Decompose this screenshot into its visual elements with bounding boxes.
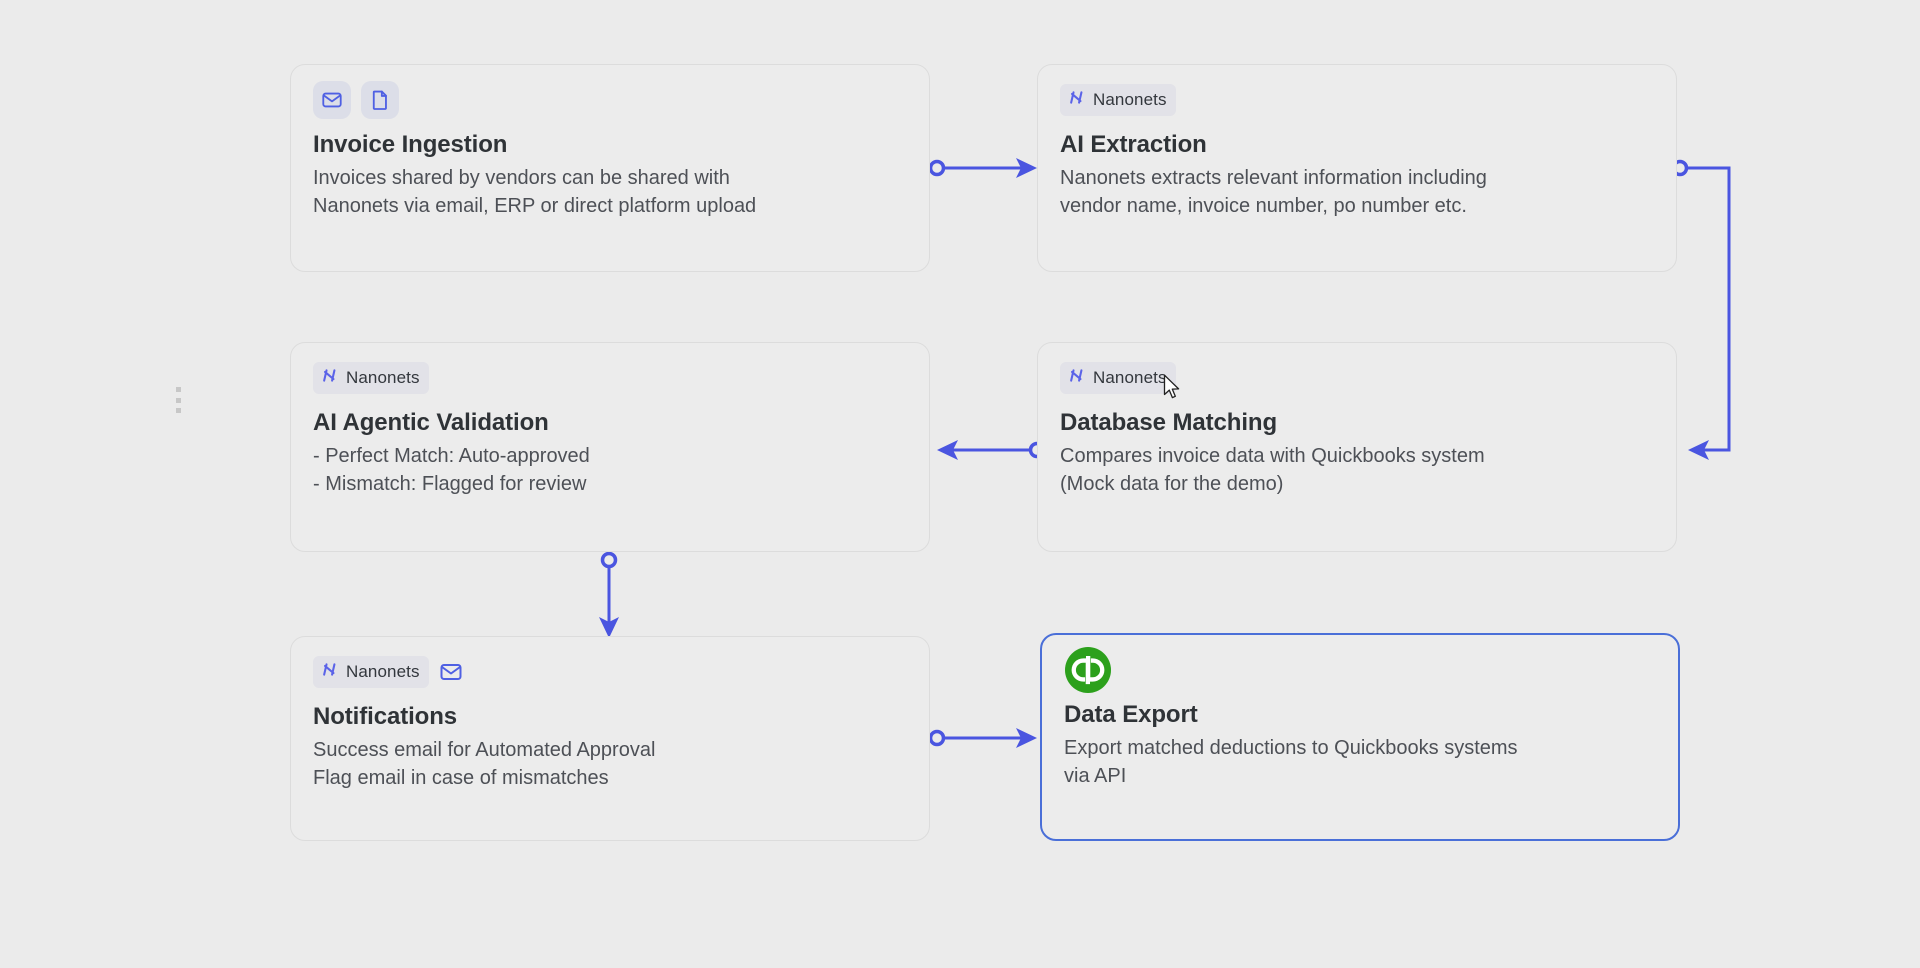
description-line: Nanonets extracts relevant information i…	[1060, 167, 1487, 189]
edge-validation-to-notifications	[599, 551, 619, 638]
nanonets-label: Nanonets	[1093, 90, 1167, 109]
node-description: Compares invoice data with Quickbooks sy…	[1060, 443, 1654, 498]
node-title: Database Matching	[1060, 409, 1278, 436]
description-line: - Perfect Match: Auto-approved	[313, 445, 590, 467]
description-line: - Mismatch: Flagged for review	[313, 472, 587, 495]
description-line: via API	[1064, 764, 1127, 787]
node-title: AI Extraction	[1060, 131, 1207, 158]
node-description: - Perfect Match: Auto-approved - Mismatc…	[313, 443, 907, 498]
description-line: Export matched deductions to Quickbooks …	[1064, 737, 1518, 759]
description-line: Nanonets via email, ERP or direct platfo…	[313, 194, 757, 217]
description-line: (Mock data for the demo)	[1060, 472, 1284, 495]
mail-icon	[439, 660, 463, 684]
node-title: Notifications	[313, 703, 458, 730]
nanonets-badge: Nanonets	[313, 656, 429, 688]
description-line: Flag email in case of mismatches	[313, 766, 609, 789]
mail-icon	[313, 81, 351, 119]
edge-extraction-to-matching	[1671, 159, 1731, 460]
edge-matching-to-validation	[937, 440, 1046, 460]
nanonets-logo-icon	[1066, 366, 1085, 390]
nanonets-badge: Nanonets	[1060, 84, 1176, 116]
node-description: Nanonets extracts relevant information i…	[1060, 165, 1654, 220]
node-header	[313, 81, 907, 119]
nanonets-logo-icon	[319, 660, 338, 684]
node-description: Success email for Automated Approval Fla…	[313, 737, 907, 792]
handle-dot	[175, 387, 181, 392]
description-line: Success email for Automated Approval	[313, 739, 656, 761]
node-notifications[interactable]: Nanonets Notifications Success email for…	[290, 636, 930, 841]
nanonets-logo-icon	[1066, 88, 1085, 112]
node-title: Data Export	[1064, 701, 1198, 728]
nanonets-label: Nanonets	[346, 662, 420, 681]
description-line: Invoices shared by vendors can be shared…	[313, 167, 730, 189]
node-ai-agentic-validation[interactable]: Nanonets AI Agentic Validation - Perfect…	[290, 342, 930, 552]
drag-handle-icon[interactable]	[174, 387, 182, 413]
node-header: Nanonets	[313, 361, 907, 395]
handle-dot	[175, 397, 181, 403]
handle-dot	[175, 408, 181, 413]
node-data-export[interactable]: Data Export Export matched deductions to…	[1040, 633, 1680, 841]
nanonets-logo-icon	[319, 366, 338, 390]
quickbooks-logo-icon	[1064, 646, 1112, 694]
node-header: Nanonets	[1060, 361, 1654, 395]
node-description: Invoices shared by vendors can be shared…	[313, 165, 907, 220]
node-header: Nanonets	[1060, 83, 1654, 117]
edge-notifications-to-export	[928, 728, 1037, 748]
nanonets-badge: Nanonets	[1060, 362, 1176, 394]
document-icon	[361, 81, 399, 119]
nanonets-label: Nanonets	[346, 368, 420, 387]
description-line: vendor name, invoice number, po number e…	[1060, 194, 1467, 217]
node-header: Nanonets	[313, 655, 907, 689]
node-ai-extraction[interactable]: Nanonets AI Extraction Nanonets extracts…	[1037, 64, 1677, 272]
node-database-matching[interactable]: Nanonets Database Matching Compares invo…	[1037, 342, 1677, 552]
description-line: Compares invoice data with Quickbooks sy…	[1060, 445, 1485, 467]
node-header	[1064, 647, 1656, 693]
node-title: AI Agentic Validation	[313, 409, 549, 436]
nanonets-badge: Nanonets	[313, 362, 429, 394]
node-title: Invoice Ingestion	[313, 131, 508, 158]
edge-ingestion-to-extraction	[928, 158, 1037, 178]
node-invoice-ingestion[interactable]: Invoice Ingestion Invoices shared by ven…	[290, 64, 930, 272]
nanonets-label: Nanonets	[1093, 368, 1167, 387]
node-description: Export matched deductions to Quickbooks …	[1064, 735, 1656, 790]
